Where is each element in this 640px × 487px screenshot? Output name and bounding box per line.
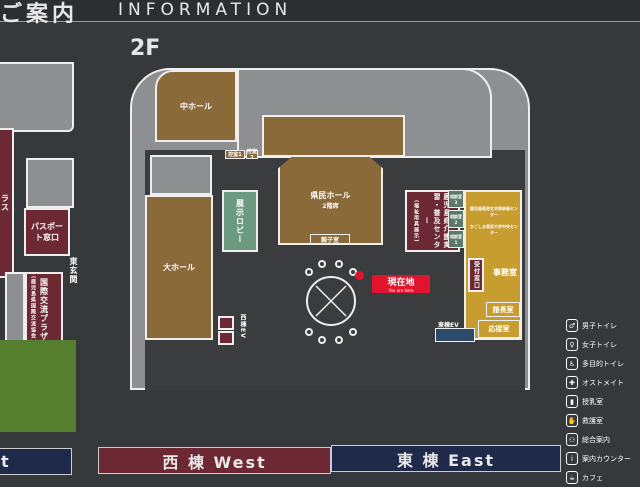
passport-office: パスポート窓口: [24, 208, 70, 256]
reception-room: 応接室: [478, 320, 520, 338]
stairs-west: [26, 158, 74, 208]
parent-child-room: 親子室: [310, 234, 350, 244]
consultation-room-2: 相談室2: [448, 210, 464, 228]
reception-window: 受付窓口: [468, 258, 484, 292]
green-area: [0, 340, 76, 432]
legend-item: i 案内カウンター: [566, 449, 640, 468]
citizens-hall-label: 県民ホール: [310, 191, 351, 200]
west-elevator: [218, 316, 234, 330]
intl-plaza-sub: (鹿児島県国際交流協会): [30, 276, 36, 343]
first-aid-icon: ✋: [566, 414, 578, 427]
middle-hall-label: 中ホール: [180, 101, 212, 111]
east-ev-label: 東棟EV: [438, 322, 459, 329]
you-are-here-sub: You are here: [388, 288, 414, 293]
legend-item: ⚇ 総合案内: [566, 430, 640, 449]
exhibition-lobby-label: 展示ロビー: [235, 198, 245, 244]
general-info-icon: ⚇: [566, 433, 578, 446]
west-room-label: ラス: [0, 194, 10, 212]
office-label: 事務室: [493, 268, 517, 277]
intl-plaza-label: 国際交流プラザ: [39, 278, 49, 341]
west-room-partial: ラス: [0, 128, 14, 278]
east-office-area: 鹿児島県男女共同参画センター かごしま県民大学中央センター 受付窓口 事務室 館…: [464, 190, 522, 340]
large-hall: 大ホール: [145, 195, 213, 340]
legend-item: ✋ 救護室: [566, 411, 640, 430]
green-room-1: 控室1: [225, 150, 245, 159]
floor-label: 2F: [130, 36, 161, 61]
pillar: [305, 328, 313, 336]
west-building-top: [0, 62, 74, 132]
consultation-room-1: 相談室1: [448, 230, 464, 248]
you-are-here-label: 現在地 You are here: [372, 275, 430, 293]
pillar: [349, 328, 357, 336]
pillar: [318, 260, 326, 268]
pillar: [335, 336, 343, 344]
director-room: 館長室: [486, 302, 520, 317]
green-room-2: 控室2: [246, 149, 258, 161]
legend-label: 多目的トイレ: [582, 359, 624, 368]
citizens-hall-upper: [262, 115, 405, 157]
legend-label: 女子トイレ: [582, 340, 617, 349]
legend-label: 授乳室: [582, 397, 603, 406]
title-en: INFORMATION: [118, 0, 293, 20]
pillar: [335, 260, 343, 268]
legend-item: ♀ 女子トイレ: [566, 335, 640, 354]
legend-label: 案内カウンター: [582, 454, 631, 463]
legend-label: 総合案内: [582, 435, 610, 444]
cafe-icon: ☕: [566, 471, 578, 484]
atrium-cross: [315, 285, 347, 317]
info-counter-icon: i: [566, 452, 578, 465]
exhibition-lobby: 展示ロビー: [222, 190, 258, 252]
legend-item: ♂ 男子トイレ: [566, 316, 640, 335]
consultation-room-3: 相談室3: [448, 190, 464, 208]
gender-center-label: 鹿児島県男女共同参画センター: [470, 206, 518, 217]
east-building-bar: 東 棟 East: [331, 445, 561, 472]
legend-label: 救護室: [582, 416, 603, 425]
passport-label: パスポート窓口: [31, 222, 63, 242]
legend-label: カフェ: [582, 473, 603, 482]
citizens-hall-sub: 2階席: [322, 203, 339, 210]
male-toilet-icon: ♂: [566, 319, 578, 332]
international-plaza: 国際交流プラザ(鹿児島県国際交流協会): [25, 272, 63, 347]
consultation-rooms: 相談室3 相談室2 相談室1: [448, 190, 464, 250]
large-hall-label: 大ホール: [163, 263, 195, 272]
pillar: [318, 336, 326, 344]
west-building-bar: 西 棟 West: [98, 447, 331, 474]
west-elevator: [218, 331, 234, 345]
east-elevators: [435, 328, 475, 342]
ostomate-icon: ✚: [566, 376, 578, 389]
title-jp: ご案内: [0, 2, 79, 27]
legend-item: ✚ オストメイト: [566, 373, 640, 392]
female-toilet-icon: ♀: [566, 338, 578, 351]
pillar: [305, 268, 313, 276]
legend: ♂男子トイレ ♀女子トイレ ♿多目的トイレ ✚オストメイト ▮授乳室 ✋救護室 …: [566, 316, 640, 487]
middle-hall: 中ホール: [155, 70, 237, 142]
university-center-label: かごしま県民大学中央センター: [470, 224, 518, 235]
east-entrance-label: 東玄関: [69, 256, 78, 284]
atrium-circle: [306, 276, 356, 326]
care-center-label: 鹿児島県介護実習・普及センター: [423, 193, 451, 249]
nursing-room-icon: ▮: [566, 395, 578, 408]
legend-label: 男子トイレ: [582, 321, 617, 330]
west-gray-room: [5, 272, 25, 347]
you-are-here-text: 現在地: [387, 278, 415, 288]
stairs-large-hall: [150, 155, 212, 195]
legend-label: オストメイト: [582, 378, 624, 387]
you-are-here-dot: [355, 271, 364, 280]
building-bar-partial: t: [0, 448, 72, 475]
header-band: [0, 0, 640, 22]
accessible-toilet-icon: ♿: [566, 357, 578, 370]
care-center-sub: (福祉用具展示): [413, 199, 419, 243]
west-ev-label: 西棟EV: [239, 313, 246, 339]
citizens-hall: 県民ホール 2階席: [278, 155, 383, 245]
legend-item: ☕ カフェ: [566, 468, 640, 487]
legend-item: ▮ 授乳室: [566, 392, 640, 411]
legend-item: ♿ 多目的トイレ: [566, 354, 640, 373]
